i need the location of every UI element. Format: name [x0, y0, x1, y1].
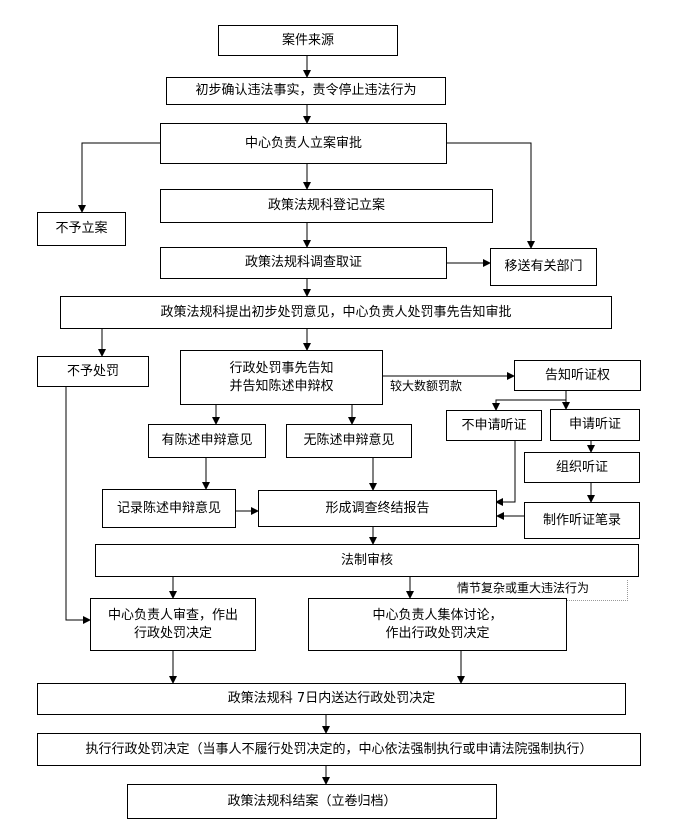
not-file-box: 不予立案 — [37, 212, 126, 246]
initial-confirm-box: 初步确认违法事实，责令停止违法行为 — [166, 77, 446, 105]
has-statement-box: 有陈述申辩意见 — [148, 424, 266, 458]
hearing-notice-box: 告知听证权 — [514, 360, 641, 391]
transfer-dept-box: 移送有关部门 — [490, 248, 597, 286]
no-penalty-box: 不予处罚 — [37, 356, 149, 387]
arrow-hearing-notice-to-no-request — [492, 391, 567, 411]
no-statement-box: 无陈述申辩意见 — [286, 424, 412, 458]
hearing-request-box: 申请听证 — [550, 409, 640, 441]
collective-discussion-box: 中心负责人集体讨论，作出行政处罚决定 — [308, 598, 567, 651]
head-review-box: 中心负责人审查，作出行政处罚决定 — [90, 598, 256, 651]
policy-register-box: 政策法规科登记立案 — [160, 189, 493, 223]
arrow-approval-to-transfer — [446, 142, 535, 249]
arrow-no-penalty-to-head-review — [65, 387, 91, 624]
legal-review-box: 法制审核 — [95, 544, 639, 577]
preliminary-opinion-box: 政策法规科提出初步处罚意见，中心负责人处罚事先告知审批 — [60, 296, 612, 329]
hearing-transcript-box: 制作听证笔录 — [524, 502, 640, 539]
arrow-approval-to-not-file — [78, 142, 160, 213]
no-hearing-request-box: 不申请听证 — [446, 410, 542, 441]
organize-hearing-box: 组织听证 — [524, 452, 640, 483]
center-head-approval-box: 中心负责人立案审批 — [160, 123, 447, 164]
policy-investigate-box: 政策法规科调查取证 — [160, 247, 447, 279]
record-statement-box: 记录陈述申辩意见 — [102, 489, 236, 528]
deliver-decision-box: 政策法规科 7日内送达行政处罚决定 — [37, 683, 626, 715]
execute-decision-box: 执行行政处罚决定（当事人不履行处罚决定的，中心依法强制执行或申请法院强制执行） — [37, 733, 641, 766]
case-source-box: 案件来源 — [218, 25, 398, 56]
arrow-no-request-to-report — [495, 441, 516, 506]
final-report-box: 形成调查终结报告 — [258, 490, 497, 527]
close-case-box: 政策法规科结案（立卷归档） — [127, 784, 497, 819]
large-fine-label: 较大数额罚款 — [390, 379, 463, 393]
prior-notice-box: 行政处罚事先告知并告知陈述申辩权 — [180, 350, 383, 405]
